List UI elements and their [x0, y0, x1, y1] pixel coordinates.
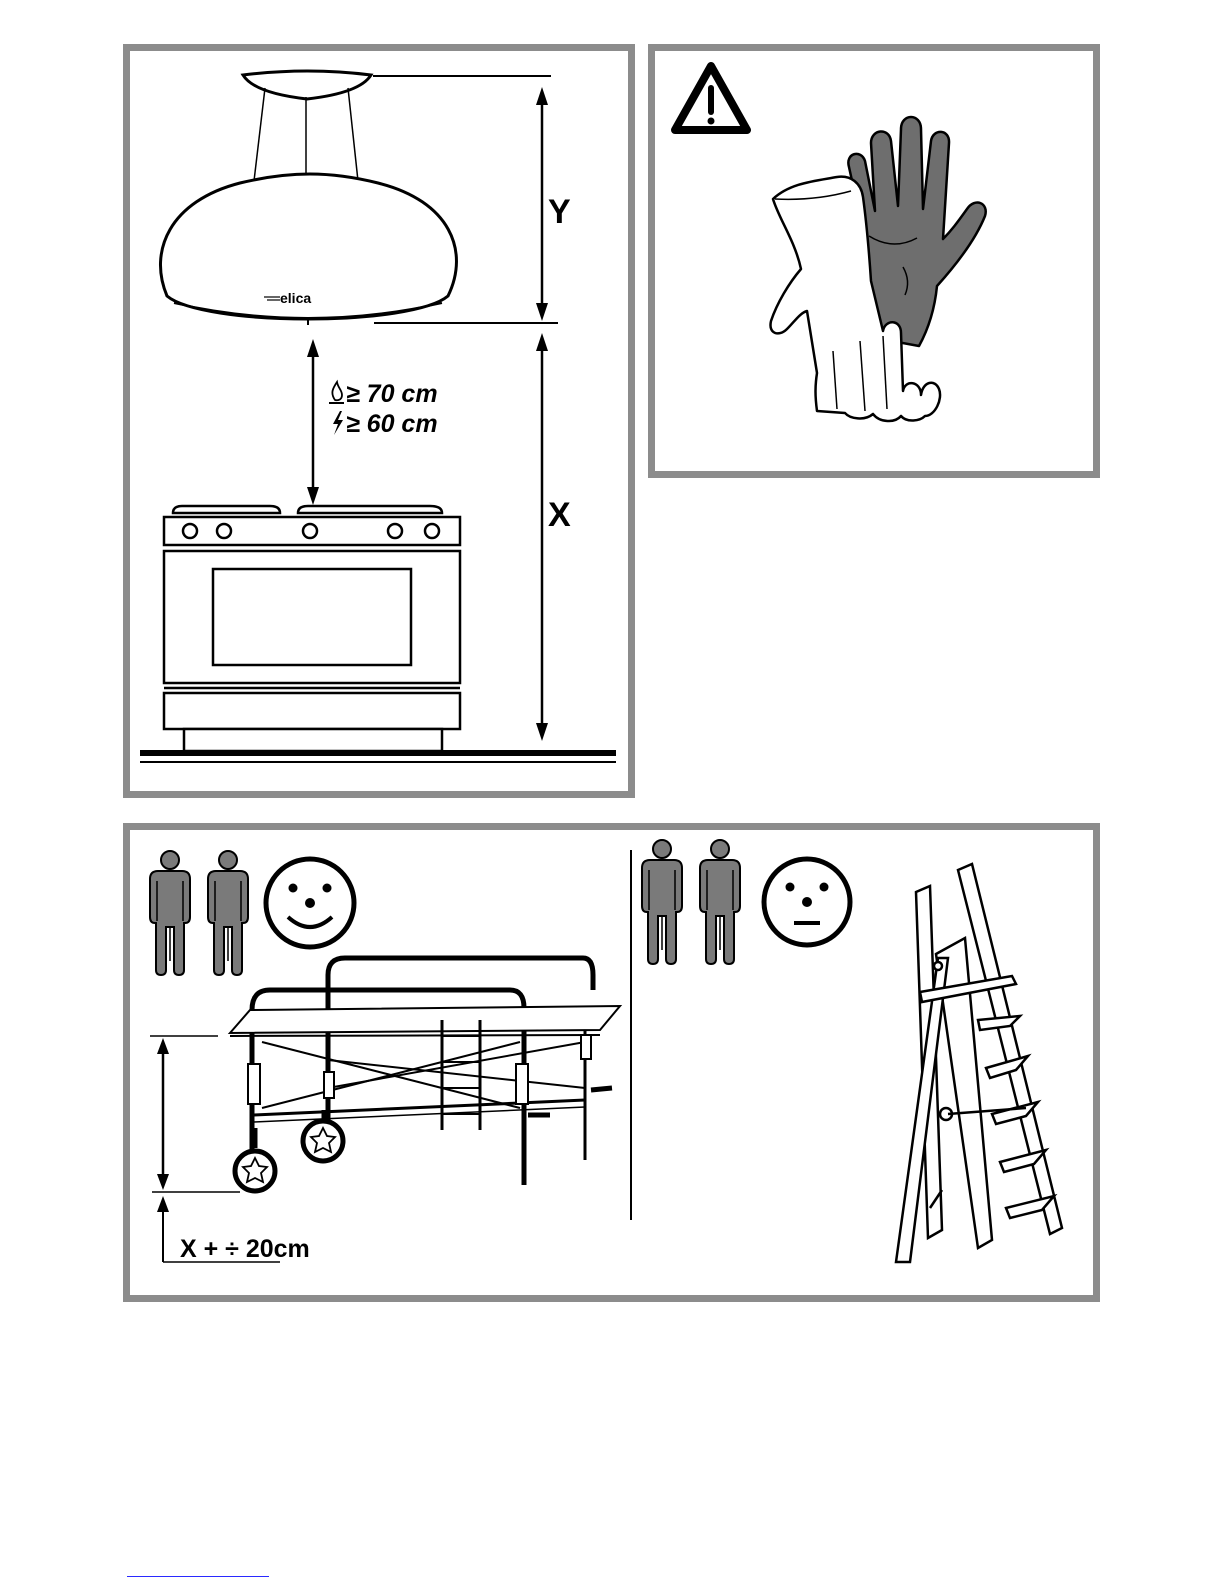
- lightning-icon: [333, 411, 343, 435]
- arrow-head-up: [157, 1038, 169, 1054]
- knob: [217, 524, 231, 538]
- neutral-face-icon: [764, 859, 850, 945]
- knob: [183, 524, 197, 538]
- knob: [303, 524, 317, 538]
- flame-icon: [329, 382, 344, 403]
- arrow-head-down: [536, 723, 548, 741]
- electric-clearance-label: ≥ 60 cm: [346, 410, 438, 438]
- stepladder: [896, 864, 1062, 1262]
- cable-left: [254, 88, 265, 181]
- arrow-head-up: [536, 87, 548, 105]
- oven-window: [213, 569, 411, 665]
- protective-gloves-panel: [648, 44, 1100, 478]
- person-icon: [150, 851, 190, 975]
- arrow-head-down: [157, 1174, 169, 1190]
- warning-triangle-icon: [675, 66, 747, 130]
- arrow-head-up: [307, 339, 319, 357]
- dimension-x-label: X: [548, 496, 571, 534]
- scaffold-wheel: [235, 1151, 275, 1191]
- gloves-diagram: [655, 51, 1093, 471]
- knob: [388, 524, 402, 538]
- arrow-head-up: [536, 333, 548, 351]
- hood-diagram: elica Y X ≥ 70 cm ≥ 60 cm: [130, 51, 628, 791]
- plinth: [184, 729, 442, 751]
- gas-clearance-label: ≥ 70 cm: [346, 380, 438, 408]
- knob: [425, 524, 439, 538]
- person-icon: [208, 851, 248, 975]
- cable-right: [348, 88, 358, 181]
- scaffold-height-label: X + ÷ 20cm: [180, 1235, 310, 1263]
- scaffold-wheel: [303, 1121, 343, 1161]
- mobile-scaffold: [230, 958, 620, 1185]
- footer-link-rule: [127, 1576, 269, 1577]
- access-diagram: X + ÷ 20cm: [130, 830, 1093, 1295]
- brand-logo: elica: [280, 290, 311, 306]
- cooker: [164, 506, 460, 751]
- ceiling-canopy: [243, 71, 371, 99]
- drawer: [164, 693, 460, 729]
- floor: [140, 750, 616, 756]
- arrow-head-down: [536, 303, 548, 321]
- arrow-head-down: [307, 487, 319, 505]
- hood-installation-panel: elica Y X ≥ 70 cm ≥ 60 cm: [123, 44, 635, 798]
- dimension-y-label: Y: [548, 193, 571, 231]
- access-equipment-panel: X + ÷ 20cm: [123, 823, 1100, 1302]
- arrow-head-up: [157, 1196, 169, 1212]
- person-icon: [700, 840, 740, 964]
- person-icon: [642, 840, 682, 964]
- smiling-face-icon: [266, 859, 354, 947]
